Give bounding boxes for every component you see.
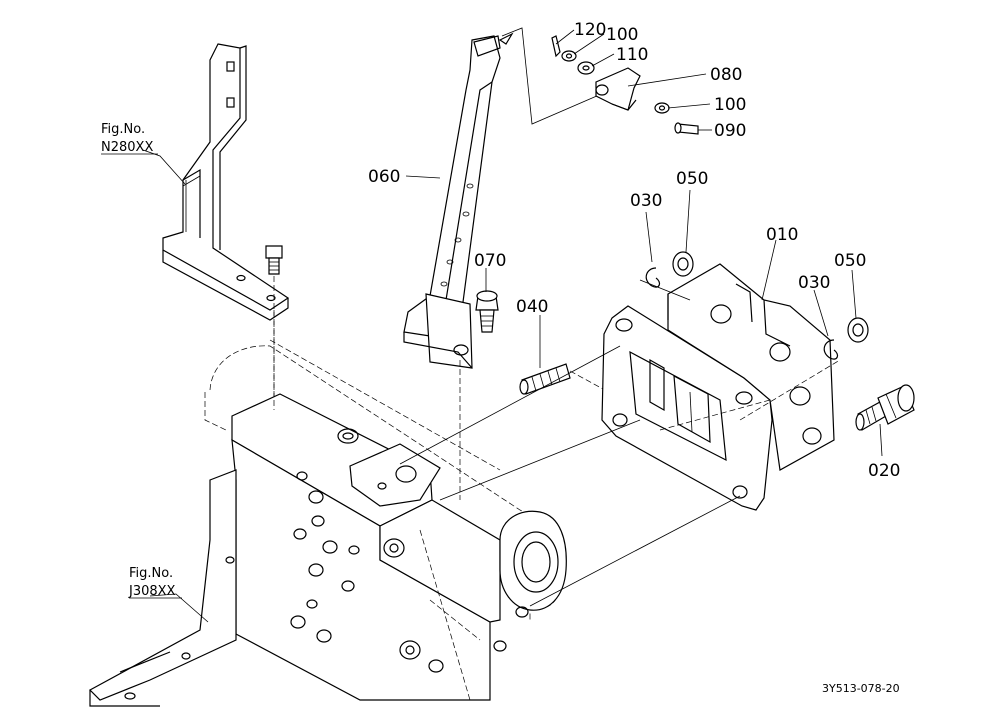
fig-ref-lower-code: J308XX (128, 584, 176, 599)
label-030-lower: 030 (798, 273, 830, 293)
fig-ref-upper-title: Fig.No. (101, 122, 145, 137)
label-100-lower: 100 (714, 95, 746, 115)
label-060: 060 (368, 167, 400, 187)
cover-plate-010 (601, 263, 841, 511)
label-030-upper: 030 (630, 191, 662, 211)
assembly-guides (273, 310, 741, 607)
fig-ref-lower-title: Fig.No. (129, 566, 173, 581)
lever-arm (403, 35, 501, 500)
housing (89, 339, 567, 707)
bracket-n280 (162, 43, 290, 321)
label-050-upper: 050 (676, 169, 708, 189)
label-080: 080 (710, 65, 742, 85)
washers-lower (823, 317, 869, 360)
label-120: 120 (574, 20, 606, 40)
label-090: 090 (714, 121, 746, 141)
label-100-upper: 100 (606, 25, 638, 45)
label-050-lower: 050 (834, 251, 866, 271)
label-070: 070 (474, 251, 506, 271)
washers-upper (639, 251, 694, 301)
label-110: 110 (616, 45, 648, 65)
fig-ref-upper-code: N280XX (101, 140, 153, 155)
bolt-020 (855, 384, 915, 431)
label-040: 040 (516, 297, 548, 317)
label-020: 020 (868, 461, 900, 481)
label-010: 010 (766, 225, 798, 245)
bolt-070 (475, 290, 499, 333)
pin-assembly (498, 27, 699, 135)
drawing-code: 3Y513-078-20 (822, 682, 900, 695)
leader-lines (142, 29, 883, 623)
